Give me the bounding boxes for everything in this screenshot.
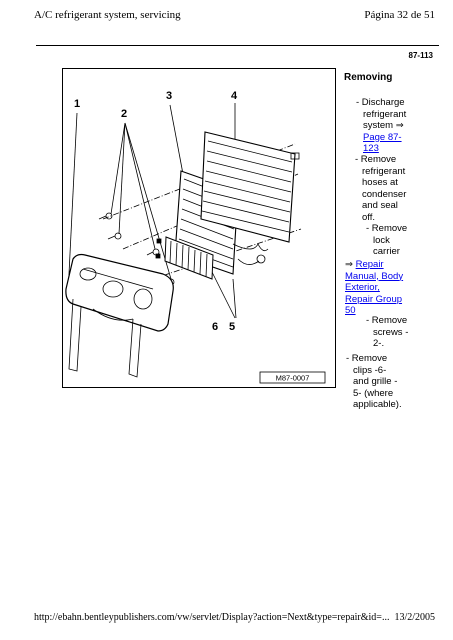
leader-line-2a [110, 122, 126, 215]
lock-carrier [65, 253, 174, 378]
reference-arrow-icon: ⇒ [345, 259, 353, 270]
print-date: 13/2/2005 [394, 612, 435, 623]
leader-line-1 [67, 112, 78, 295]
step-discharge: - Discharge refrigerant system ⇒ Page 87… [356, 97, 407, 154]
figure-code: M87-0007 [276, 374, 310, 383]
figure-label-1: 1 [74, 98, 80, 110]
page-87-123-link-cont[interactable]: 123 [363, 143, 379, 154]
section-heading: Removing [344, 72, 393, 83]
source-url-link[interactable]: http://ebahn.bentleypublishers.com/vw/se… [34, 612, 390, 623]
grille [164, 236, 214, 280]
page-87-123-link[interactable]: Page 87- [363, 131, 402, 143]
repair-manual-link-cont1[interactable]: Manual, Body [345, 270, 404, 282]
figure-label-3: 3 [166, 90, 172, 102]
radiator [200, 131, 300, 265]
leader-line-2b [118, 122, 126, 235]
repair-manual-link-cont4[interactable]: 50 [345, 305, 356, 316]
source-url: http://ebahn.bentleypublishers.com/vw/se… [34, 612, 389, 623]
manual-page-number: 87-113 [408, 51, 433, 60]
repair-manual-link-cont3[interactable]: Repair Group [345, 293, 403, 305]
document-title: A/C refrigerant system, servicing [34, 9, 181, 21]
repair-manual-link-cont2[interactable]: Exterior, [345, 282, 380, 293]
header-rule [36, 45, 439, 46]
step-remove-screws: - Remove screws - 2-. [366, 315, 409, 349]
exploded-view-figure: 1 2 3 4 6 5 M87-0007 [62, 68, 336, 388]
step-remove-lock-carrier: - Remove lock carrier [366, 223, 408, 257]
figure-code-box [259, 371, 326, 384]
leader-line-3 [169, 104, 184, 175]
exploded-view-drawing: 1 2 3 4 6 5 M87-0007 [65, 90, 326, 384]
figure-label-2: 2 [121, 108, 127, 120]
leader-line-5 [232, 278, 237, 319]
leader-line-2c [124, 122, 156, 250]
figure-label-4: 4 [231, 90, 238, 102]
step-remove-clips-grille: - Remove clips -6- and grille - 5- (wher… [346, 353, 402, 410]
figure-label-5: 5 [229, 321, 235, 333]
page-indicator: Página 32 de 51 [364, 9, 435, 21]
step-remove-hoses: - Remove refrigerant hoses at condenser … [355, 154, 407, 223]
repair-manual-link[interactable]: Repair [355, 259, 384, 270]
figure-label-6: 6 [212, 321, 218, 333]
repair-manual-reference: ⇒ Repair Manual, Body Exterior, Repair G… [345, 259, 403, 317]
